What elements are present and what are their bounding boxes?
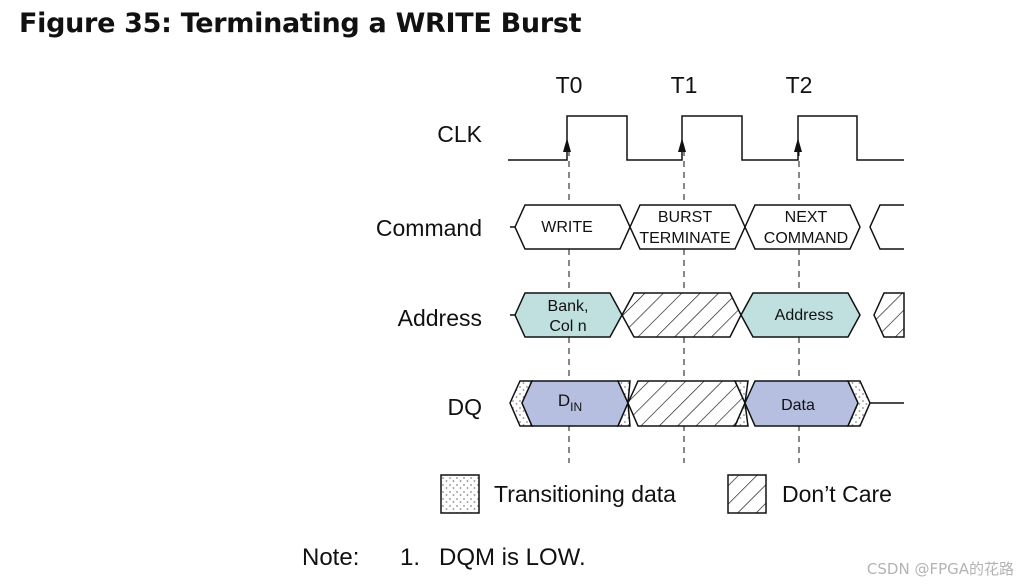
signal-dq-label: DQ xyxy=(448,394,483,420)
tick-t0-label: T0 xyxy=(556,72,583,98)
command-next-line2: COMMAND xyxy=(764,230,848,247)
figure-title: Figure 35: Terminating a WRITE Burst xyxy=(19,8,582,39)
signal-command-label: Command xyxy=(376,215,482,241)
command-burst-terminate-line1: BURST xyxy=(658,209,712,226)
clk-waveform xyxy=(508,115,904,161)
signal-clk-label: CLK xyxy=(437,121,482,147)
legend-transitioning-label: Transitioning data xyxy=(494,481,676,507)
legend-dont-care-label: Don’t Care xyxy=(782,481,892,507)
clk-rising-arrows xyxy=(563,138,802,152)
address-cell-label: Address xyxy=(775,307,834,324)
dq-row xyxy=(509,380,904,427)
tick-t2-label: T2 xyxy=(786,72,813,98)
dq-din-sub: IN xyxy=(570,400,582,414)
note-text: DQM is LOW. xyxy=(439,544,586,571)
command-burst-terminate-line2: TERMINATE xyxy=(639,230,730,247)
note-label: Note: xyxy=(302,544,359,571)
address-bank-line1: Bank, xyxy=(548,298,589,315)
legend-transitioning-swatch xyxy=(440,474,480,514)
command-row xyxy=(510,204,904,250)
dq-din-label: DIN xyxy=(558,391,582,414)
address-row xyxy=(510,292,905,338)
note-number: 1. xyxy=(400,544,420,571)
tick-t1-label: T1 xyxy=(671,72,698,98)
legend-dont-care-swatch xyxy=(727,474,767,514)
command-next-line1: NEXT xyxy=(785,209,828,226)
dq-din-main: D xyxy=(558,391,570,410)
address-bank-line2: Col n xyxy=(549,318,586,335)
signal-address-label: Address xyxy=(398,305,482,331)
dq-data-label: Data xyxy=(781,397,815,414)
command-write: WRITE xyxy=(541,219,593,236)
watermark: CSDN @FPGA的花路 xyxy=(866,560,1014,578)
